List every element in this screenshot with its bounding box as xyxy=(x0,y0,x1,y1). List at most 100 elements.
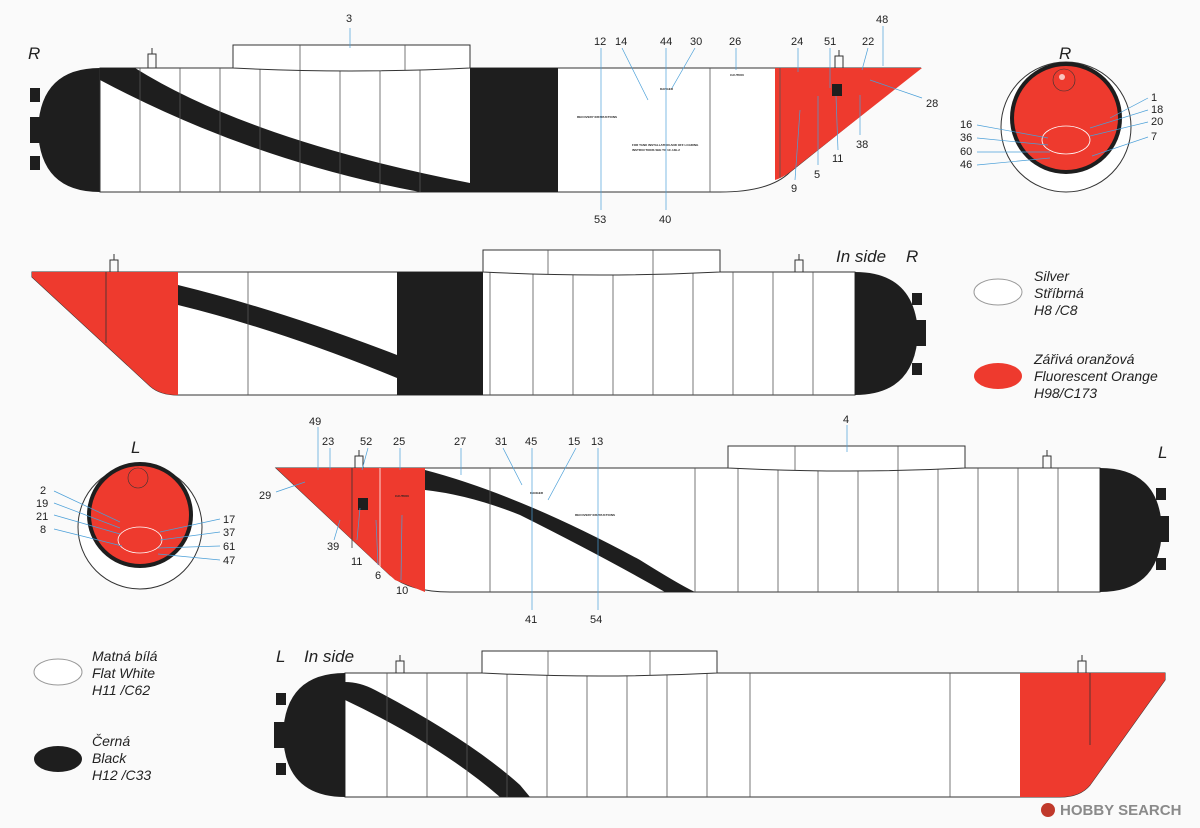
lug xyxy=(30,117,42,143)
saddle-inside-r xyxy=(482,249,721,276)
callout-54: 54 xyxy=(590,614,602,626)
callout-31: 31 xyxy=(495,436,507,448)
view-front-right: R 1 18 20 7 16 36 60 46 xyxy=(960,44,1163,193)
callout-11-l: 11 xyxy=(351,556,362,568)
callout-49: 49 xyxy=(309,416,321,428)
nose-cap xyxy=(38,68,100,192)
callout-19: 19 xyxy=(36,498,48,510)
stencil-tank-install-2: INSTRUCTIONS SEE TO 1C-14E-2 xyxy=(632,148,680,152)
callout-28: 28 xyxy=(926,98,938,110)
legend-silver-3: H8 /C8 xyxy=(1034,302,1078,318)
swatch-black xyxy=(34,746,82,772)
callout-20: 20 xyxy=(1151,116,1163,128)
diagonal-stripe-inside-r xyxy=(178,285,397,378)
legend-white-3: H11 /C62 xyxy=(92,682,150,698)
callout-52: 52 xyxy=(360,436,372,448)
side-label-l: L xyxy=(1158,443,1167,462)
data-plate xyxy=(832,84,842,96)
panel-lines xyxy=(139,68,781,192)
callout-5: 5 xyxy=(814,169,820,181)
view-inside-left: L In side xyxy=(274,647,1166,798)
black-band-inside-r xyxy=(397,272,483,395)
panel-lines-inside-r xyxy=(247,272,814,395)
callout-9: 9 xyxy=(791,183,797,195)
swatch-flat-white xyxy=(33,658,83,686)
legend-silver-1: Silver xyxy=(1034,268,1070,284)
stencil-recovery-l: RECOVERY INSTRUCTIONS xyxy=(575,513,615,517)
legend-black-3: H12 /C33 xyxy=(92,767,151,783)
diagonal-stripe-l xyxy=(425,470,695,592)
callout-4: 4 xyxy=(843,414,849,426)
callout-24: 24 xyxy=(791,36,803,48)
stencil-caution: CAUTION xyxy=(730,73,744,77)
side-label-r: R xyxy=(28,44,40,63)
callout-14: 14 xyxy=(615,36,627,48)
orange-tail-inside-r xyxy=(32,272,178,395)
leader-lines-front-right xyxy=(976,97,1149,166)
callout-41: 41 xyxy=(525,614,537,626)
callout-3: 3 xyxy=(346,13,352,25)
nose-cap-l xyxy=(1100,468,1162,592)
orange-tail-inside-l xyxy=(1020,673,1165,797)
callout-16: 16 xyxy=(960,119,972,131)
callout-47: 47 xyxy=(223,555,235,567)
callout-46: 46 xyxy=(960,159,972,171)
callout-1: 1 xyxy=(1151,92,1157,104)
lug xyxy=(30,156,40,170)
callout-23: 23 xyxy=(322,436,334,448)
nose-cap-inside-r xyxy=(855,272,918,395)
saddle-inside-l xyxy=(481,650,718,677)
stencil-danger-l: DANGER xyxy=(530,491,544,495)
callout-39: 39 xyxy=(327,541,339,553)
legend-white-1: Matná bílá xyxy=(92,648,158,664)
callout-61: 61 xyxy=(223,541,235,553)
stencil-recovery: RECOVERY INSTRUCTIONS xyxy=(577,115,617,119)
callout-15: 15 xyxy=(568,436,580,448)
panel-lines-inside-l xyxy=(386,673,951,797)
saddle-l xyxy=(727,445,966,472)
callout-27: 27 xyxy=(454,436,466,448)
callout-12: 12 xyxy=(594,36,606,48)
in-side-label-r: R xyxy=(906,247,918,266)
callout-38: 38 xyxy=(856,139,868,151)
nose-fuze xyxy=(1052,68,1076,92)
callout-22: 22 xyxy=(862,36,874,48)
callout-25: 25 xyxy=(393,436,405,448)
hobby-search-logo-icon xyxy=(1041,803,1055,817)
black-band xyxy=(470,68,558,192)
callout-26: 26 xyxy=(729,36,741,48)
callout-11: 11 xyxy=(832,153,843,165)
swatch-silver xyxy=(973,278,1023,306)
front-side-label-r: R xyxy=(1059,44,1071,63)
legend-top: Silver Stříbrná H8 /C8 Zářivá oranžová F… xyxy=(973,268,1158,401)
legend-black-1: Černá xyxy=(92,733,130,749)
legend-bottom: Matná bílá Flat White H11 /C62 Černá Bla… xyxy=(33,648,158,783)
swatch-orange xyxy=(974,363,1022,389)
legend-orange-2: Fluorescent Orange xyxy=(1034,368,1158,384)
fuze-highlight xyxy=(1059,74,1065,80)
nose-cap-inside-l xyxy=(283,673,345,797)
in-side-label: In side xyxy=(836,247,886,266)
callout-37: 37 xyxy=(223,527,235,539)
suspension-lug xyxy=(834,50,844,68)
view-left-side: L CAUTION RECOVERY INSTRUCTIO xyxy=(259,414,1169,626)
callout-8: 8 xyxy=(40,524,46,536)
watermark-text: HOBBY SEARCH xyxy=(1060,802,1181,819)
nose-fuze-l xyxy=(127,467,149,489)
callout-48: 48 xyxy=(876,14,888,26)
callout-30: 30 xyxy=(690,36,702,48)
callout-51: 51 xyxy=(824,36,836,48)
callout-36: 36 xyxy=(960,132,972,144)
callout-29: 29 xyxy=(259,490,271,502)
in-side-label-2: In side xyxy=(304,647,354,666)
callout-10: 10 xyxy=(396,585,408,597)
view-front-left: L 2 19 21 8 17 37 61 47 xyxy=(36,438,235,590)
callout-13: 13 xyxy=(591,436,603,448)
watermark: HOBBY SEARCH xyxy=(1041,802,1181,819)
callout-40: 40 xyxy=(659,214,671,226)
callout-45: 45 xyxy=(525,436,537,448)
stencil-danger: DANGER xyxy=(660,87,674,91)
stencil-caution-l: CAUTION xyxy=(395,494,409,498)
diagonal-stripe xyxy=(100,68,470,192)
